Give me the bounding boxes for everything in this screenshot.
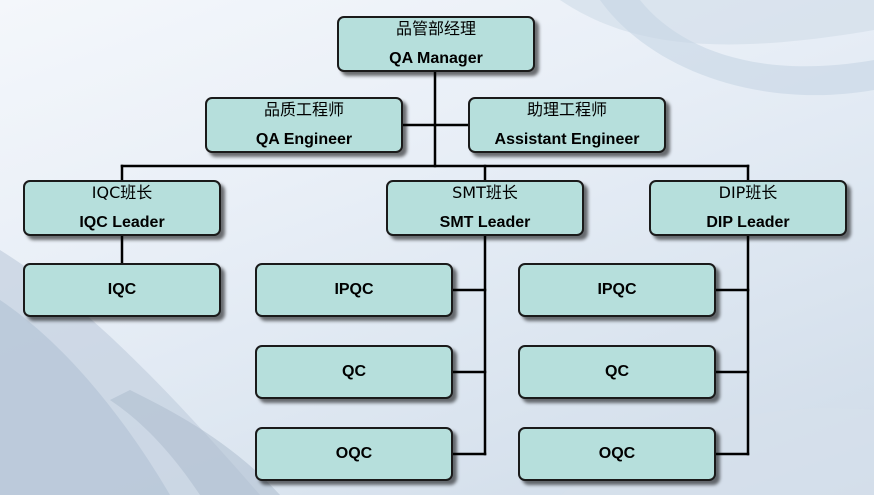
- node-dip-ipqc: IPQC: [518, 263, 716, 317]
- node-assistant-engineer-zh: 助理工程师: [526, 100, 607, 119]
- node-dip-oqc-label: OQC: [598, 445, 636, 462]
- node-dip-leader: DIP班长 DIP Leader: [649, 180, 847, 236]
- node-qa-manager: 品管部经理 QA Manager: [337, 16, 535, 72]
- node-smt-oqc-label: OQC: [335, 445, 373, 462]
- node-dip-oqc: OQC: [518, 427, 716, 481]
- node-dip-ipqc-label: IPQC: [597, 281, 637, 298]
- node-smt-leader: SMT班长 SMT Leader: [386, 180, 584, 236]
- node-smt-qc: QC: [255, 345, 453, 399]
- node-dip-leader-en: DIP Leader: [706, 214, 790, 231]
- node-iqc: IQC: [23, 263, 221, 317]
- node-assistant-engineer: 助理工程师 Assistant Engineer: [468, 97, 666, 153]
- node-iqc-label: IQC: [107, 281, 137, 298]
- node-iqc-leader-en: IQC Leader: [79, 214, 165, 231]
- node-dip-qc-label: QC: [605, 363, 629, 380]
- node-qa-manager-en: QA Manager: [389, 50, 483, 67]
- node-assistant-engineer-en: Assistant Engineer: [494, 131, 640, 148]
- node-dip-qc: QC: [518, 345, 716, 399]
- node-qa-engineer-zh: 品质工程师: [263, 100, 344, 119]
- node-qa-engineer: 品质工程师 QA Engineer: [205, 97, 403, 153]
- node-dip-leader-zh: DIP班长: [718, 183, 778, 202]
- node-qa-engineer-en: QA Engineer: [255, 131, 353, 148]
- node-smt-ipqc-label: IPQC: [334, 281, 374, 298]
- node-smt-leader-en: SMT Leader: [439, 214, 531, 231]
- node-smt-oqc: OQC: [255, 427, 453, 481]
- node-smt-qc-label: QC: [342, 363, 366, 380]
- node-iqc-leader: IQC班长 IQC Leader: [23, 180, 221, 236]
- node-iqc-leader-zh: IQC班长: [91, 183, 153, 202]
- node-smt-ipqc: IPQC: [255, 263, 453, 317]
- node-qa-manager-zh: 品管部经理: [395, 19, 476, 38]
- node-smt-leader-zh: SMT班长: [452, 183, 518, 202]
